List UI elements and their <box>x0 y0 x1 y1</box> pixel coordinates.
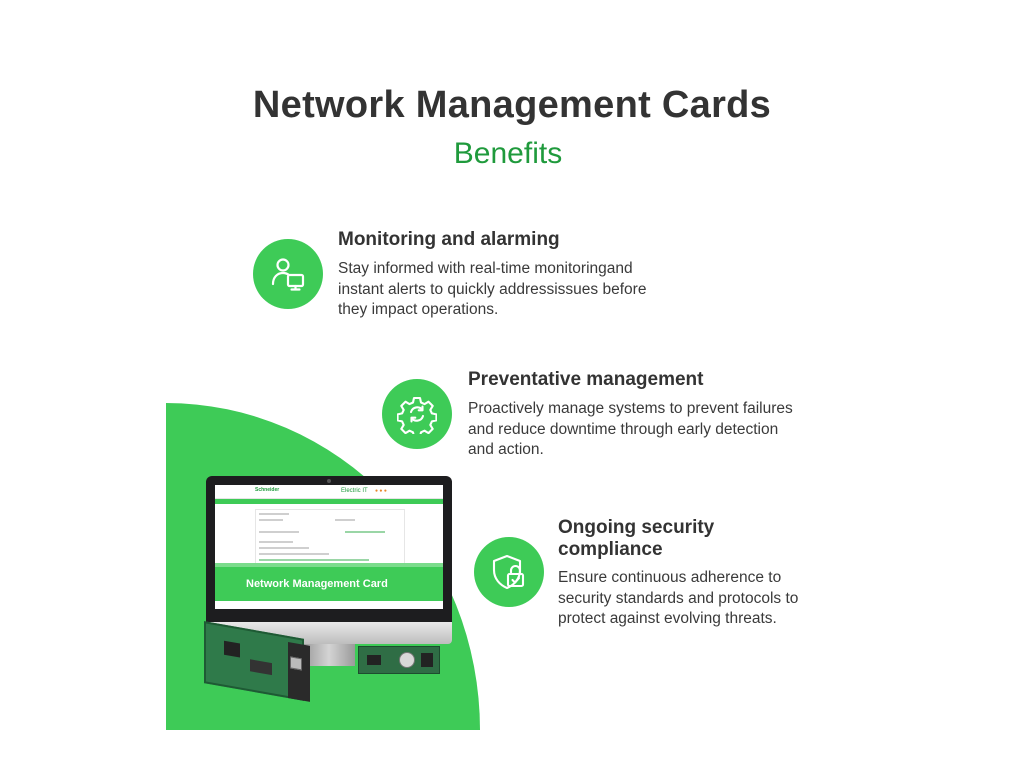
screen-text-line <box>335 519 355 521</box>
shield-lock-icon <box>474 537 544 607</box>
screen-text-line <box>345 531 385 533</box>
benefit-description-line: and action. <box>468 441 544 458</box>
monitor-stand <box>303 644 355 666</box>
benefit-title-line: Ongoing security <box>558 517 715 538</box>
benefit-description-line: Proactively manage systems to prevent fa… <box>468 400 793 417</box>
card-chip <box>224 640 240 658</box>
monitor-camera <box>327 479 331 483</box>
card-chip <box>367 655 381 665</box>
monitor-screen: Schneider Electric IT ● ● ● Network Mana… <box>215 485 443 609</box>
screen-navbar <box>215 499 443 504</box>
screen-text-line <box>259 559 369 561</box>
monitor-illustration: Schneider Electric IT ● ● ● Network Mana… <box>206 476 452 624</box>
ethernet-port <box>290 656 302 671</box>
network-card-illustration-small <box>358 646 440 674</box>
card-chip <box>421 653 433 667</box>
benefit-description-line: they impact operations. <box>338 301 499 318</box>
screen-text-line <box>259 541 293 543</box>
screen-text-line <box>259 547 309 549</box>
screen-header <box>215 485 443 499</box>
card-battery <box>399 652 415 668</box>
benefit-title: Preventative management <box>468 369 704 390</box>
page-subtitle: Benefits <box>453 137 563 170</box>
benefit-description-line: protect against evolving threats. <box>558 610 777 627</box>
screen-text-line <box>259 531 299 533</box>
page-title: Network Management Cards <box>252 84 772 126</box>
screen-text-line <box>259 553 329 555</box>
benefit-description: Stay informed with real-time monitoringa… <box>338 259 646 321</box>
card-bracket <box>288 641 310 702</box>
benefit-title: Ongoing security compliance <box>558 517 714 561</box>
user-monitor-icon <box>253 239 323 309</box>
benefit-description-line: Stay informed with real-time monitoringa… <box>338 260 633 277</box>
gear-refresh-icon <box>382 379 452 449</box>
screen-logo: Schneider <box>255 487 280 493</box>
benefit-description: Ensure continuous adherence to security … <box>558 568 798 630</box>
screen-banner: Network Management Card <box>215 567 443 601</box>
screen-brand: Electric IT <box>341 488 368 494</box>
benefit-description-line: security standards and protocols to <box>558 589 799 607</box>
card-chip <box>250 659 272 676</box>
screen-banner-strip <box>215 563 443 567</box>
benefit-description-line: Ensure continuous adherence to <box>558 569 782 586</box>
screen-text-line <box>259 519 283 521</box>
benefit-title: Monitoring and alarming <box>338 229 560 250</box>
screen-panel <box>255 509 405 565</box>
benefit-description: Proactively manage systems to prevent fa… <box>468 399 793 461</box>
benefit-description-line: and reduce downtime through early detect… <box>468 420 779 438</box>
benefit-title-line: compliance <box>558 539 663 560</box>
benefit-description-line: instant alerts to quickly addressissues … <box>338 280 647 298</box>
screen-text-line <box>259 513 289 515</box>
screen-orange-mark: ● ● ● <box>375 488 387 494</box>
